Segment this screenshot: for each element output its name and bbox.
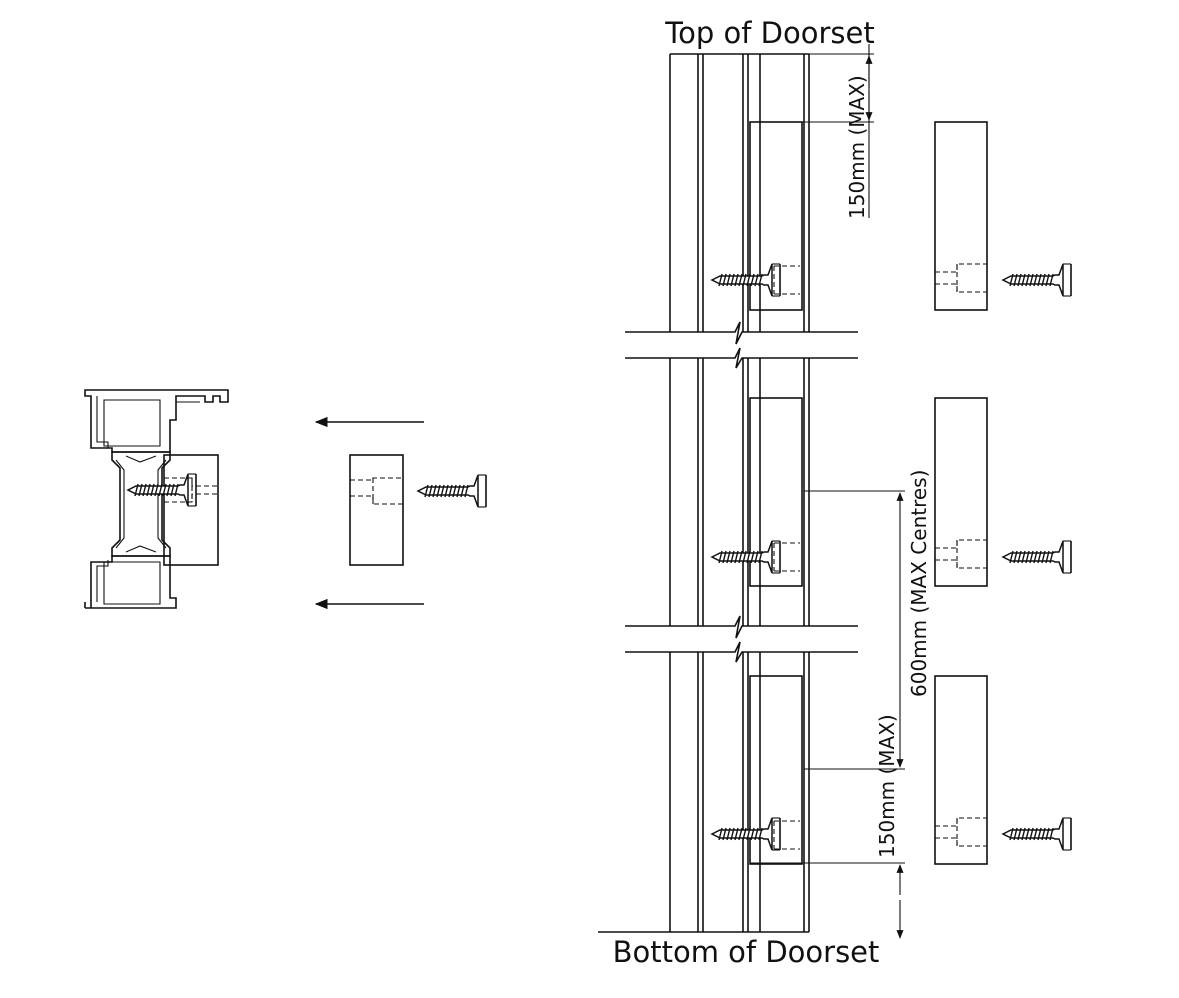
fixing-block-icon bbox=[934, 121, 988, 311]
screw-icon bbox=[711, 817, 781, 851]
dimension-lines bbox=[750, 44, 905, 939]
screw-icon bbox=[417, 474, 487, 508]
dim-bottom-label: 150mm (MAX) bbox=[875, 714, 899, 858]
dim-centres-label: 600mm (MAX Centres) bbox=[907, 470, 931, 697]
screw-icon bbox=[711, 263, 781, 297]
screw-icon bbox=[1002, 540, 1072, 574]
screw-icon bbox=[1002, 263, 1072, 297]
fixing-block-icon bbox=[349, 454, 404, 566]
fixing-block-icon bbox=[934, 397, 988, 587]
frame-elevation bbox=[598, 53, 858, 933]
fixing-block-icon bbox=[934, 675, 988, 865]
frame-section bbox=[84, 389, 229, 609]
top-of-doorset-label: Top of Doorset bbox=[664, 16, 874, 50]
dim-top-label: 150mm (MAX) bbox=[845, 75, 869, 219]
screw-icon bbox=[1002, 817, 1072, 851]
bottom-of-doorset-label: Bottom of Doorset bbox=[613, 935, 880, 969]
screw-icon bbox=[711, 540, 781, 574]
